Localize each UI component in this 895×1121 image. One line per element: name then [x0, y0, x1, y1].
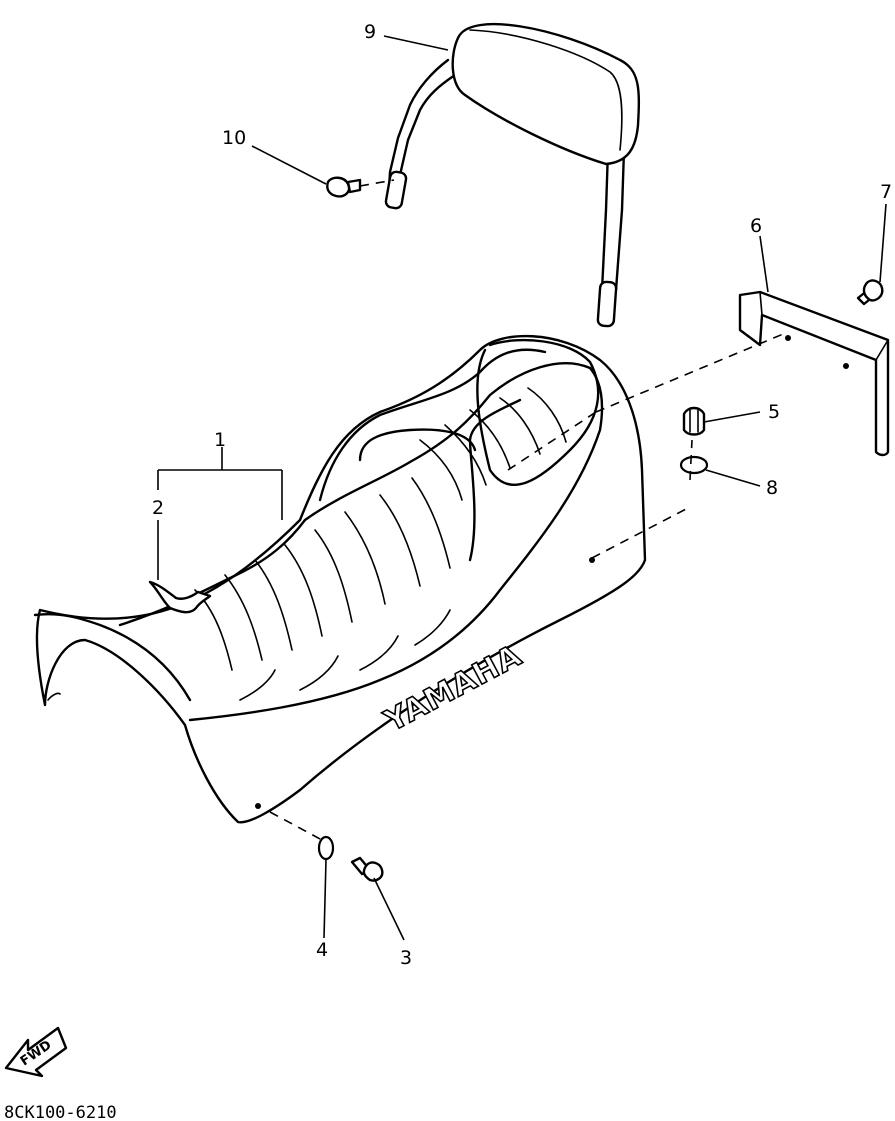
nut-5-icon	[682, 406, 706, 436]
backrest-assembly	[384, 22, 641, 328]
callout-8: 8	[766, 477, 778, 499]
callout-7: 7	[880, 181, 892, 203]
bolt-10-icon	[326, 176, 362, 198]
callout-9: 9	[364, 21, 376, 43]
callout-6: 6	[750, 215, 762, 237]
callout-3: 3	[400, 947, 412, 969]
callout-1: 1	[214, 429, 226, 451]
callout-2: 2	[152, 497, 164, 519]
figure-code: 8CK100-6210	[4, 1103, 117, 1121]
assembly-guide-lines	[269, 179, 789, 841]
seat-bracket	[738, 290, 890, 457]
callout-5: 5	[768, 401, 780, 423]
seat-assembly: YAMAHA	[33, 334, 647, 824]
bolt-3-icon	[350, 856, 384, 882]
forward-direction-arrow: FWD	[4, 1026, 68, 1078]
callout-leaders	[157, 35, 887, 941]
bolt-7-icon	[856, 279, 884, 306]
callout-4: 4	[316, 939, 328, 961]
callout-10: 10	[222, 127, 246, 149]
washer-8-icon	[679, 455, 709, 475]
washer-4-icon	[317, 835, 335, 861]
